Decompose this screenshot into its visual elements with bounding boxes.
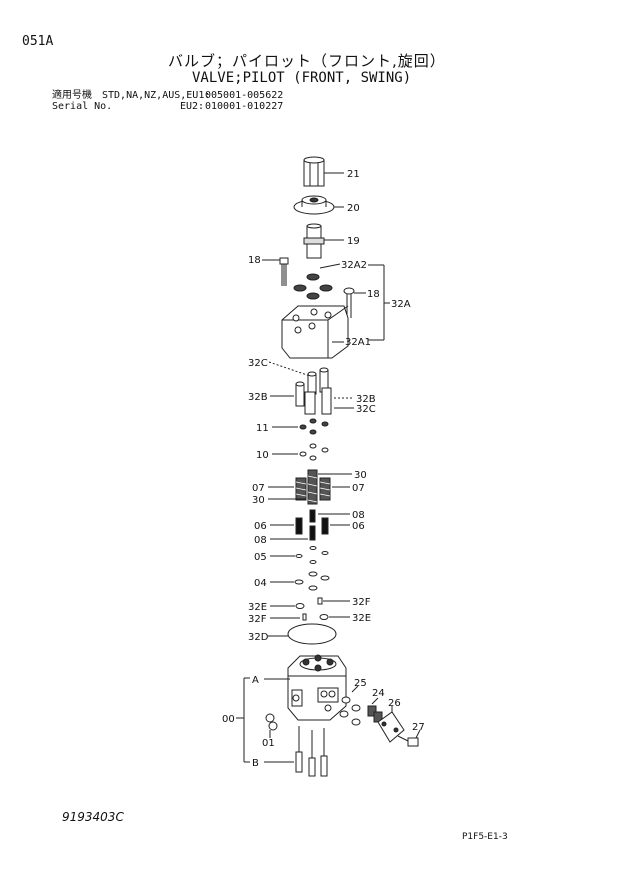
- part-11-washers: [299, 418, 329, 435]
- callout-26: 26: [388, 698, 401, 709]
- callout-30-right: 30: [354, 470, 367, 481]
- serial-eu2-label: EU2:: [180, 101, 205, 112]
- part-19-joint: [303, 223, 325, 259]
- callout-06-left: 06: [254, 521, 267, 532]
- callout-04: 04: [254, 578, 267, 589]
- callout-07-right: 07: [352, 483, 365, 494]
- serial-label: Serial No.: [52, 101, 113, 112]
- title-japanese: バルブ；パイロット（フロント,旋回）: [168, 52, 446, 70]
- page-reference: P1F5-E1-3: [462, 832, 508, 842]
- callout-20: 20: [347, 203, 360, 214]
- part-21-nut: [303, 156, 325, 187]
- part-05-shims: [295, 546, 329, 564]
- applicable-label: 適用号機 STD,NA,NZ,AUS,EU1:: [52, 90, 211, 101]
- part-18-bolt-left: [279, 257, 289, 286]
- callout-32B-right: 32B: [356, 394, 376, 405]
- callout-18-right: 18: [367, 289, 380, 300]
- part-A-valve-body: [287, 654, 347, 721]
- part-24-plugs: [367, 705, 383, 723]
- part-B-pins: [295, 726, 328, 777]
- part-32A2-seals: [293, 273, 333, 300]
- part-25-o-rings: [339, 696, 361, 726]
- part-26-cover: [377, 711, 405, 743]
- callout-B: B: [252, 758, 259, 769]
- callout-11: 11: [256, 423, 269, 434]
- callout-19: 19: [347, 236, 360, 247]
- callout-32E-left: 32E: [248, 602, 267, 613]
- callout-06-right: 06: [352, 521, 365, 532]
- callout-32A2: 32A2: [341, 260, 367, 271]
- part-30-07-springs: [295, 469, 331, 505]
- callout-32F-right: 32F: [352, 597, 371, 608]
- callout-24: 24: [372, 688, 385, 699]
- part-04-washers: [294, 571, 330, 591]
- part-32A1-casing: [281, 305, 349, 359]
- page-code: 051A: [22, 34, 54, 49]
- part-01-washers: [265, 713, 278, 731]
- callout-07-left: 07: [252, 483, 265, 494]
- callout-08-right: 08: [352, 510, 365, 521]
- callout-32D: 32D: [248, 632, 269, 643]
- part-10-spacers: [299, 443, 329, 461]
- callout-30-left: 30: [252, 495, 265, 506]
- callout-32C-left: 32C: [248, 358, 268, 369]
- part-32B-pushers: [295, 367, 332, 415]
- drawing-number: 9193403C: [62, 810, 124, 824]
- callout-18-left: 18: [248, 255, 261, 266]
- callout-10: 10: [256, 450, 269, 461]
- callout-01: 01: [262, 738, 275, 749]
- callout-32B-left: 32B: [248, 392, 268, 403]
- part-27-bolt: [397, 735, 419, 747]
- callout-32E-right: 32E: [352, 613, 371, 624]
- callout-A: A: [252, 675, 259, 686]
- callout-32A: 32A: [391, 299, 411, 310]
- callout-05: 05: [254, 552, 267, 563]
- applicable-range: 005001-005622: [205, 90, 284, 101]
- callout-00: 00: [222, 714, 235, 725]
- callout-21: 21: [347, 169, 360, 180]
- callout-32A1: 32A1: [345, 337, 371, 348]
- part-32D-gasket: [287, 623, 337, 645]
- title-english: VALVE;PILOT (FRONT, SWING): [192, 70, 412, 86]
- serial-eu2-range: 010001-010227: [205, 101, 284, 112]
- part-20-plate: [293, 195, 335, 215]
- callout-27: 27: [412, 722, 425, 733]
- part-06-08-spools: [295, 509, 329, 541]
- callout-08-left: 08: [254, 535, 267, 546]
- callout-32C-right: 32C: [356, 404, 376, 415]
- callout-25: 25: [354, 678, 367, 689]
- callout-32F-left: 32F: [248, 614, 267, 625]
